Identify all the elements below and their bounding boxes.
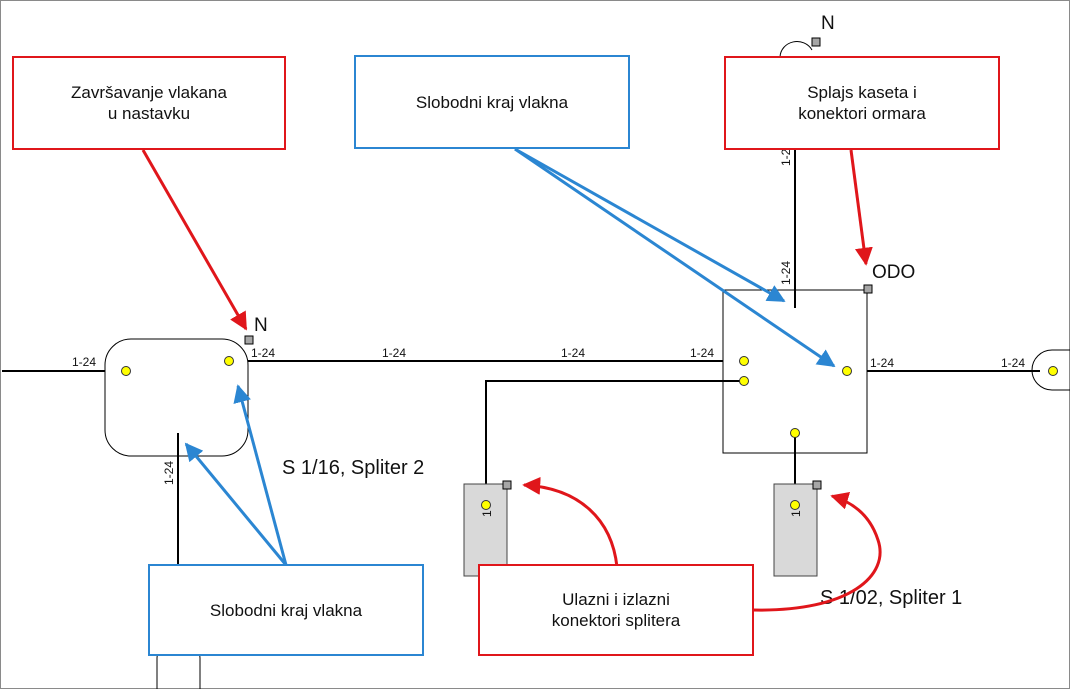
connector-odo-in-2[interactable] <box>739 376 749 386</box>
spliter-1-body[interactable] <box>773 483 818 577</box>
range-label: 1-24 <box>870 356 894 370</box>
splice-n-label: N <box>254 315 268 336</box>
splice-enclosure[interactable] <box>104 338 249 457</box>
spliter-2-port-label: 1 <box>480 510 494 517</box>
top-n-label: N <box>821 13 835 34</box>
range-label: 1-24 <box>779 261 793 285</box>
connector-odo-bottom[interactable] <box>790 428 800 438</box>
range-label: 1-24 <box>690 346 714 360</box>
range-label: 1-24 <box>382 346 406 360</box>
arrow-slobodni-top-2 <box>514 147 836 368</box>
arrow-slobodni-bottom-1 <box>184 442 288 566</box>
right-end-cap <box>1031 349 1070 391</box>
connector-splice-right[interactable] <box>224 356 234 366</box>
spliter-1-port-label: 1 <box>789 510 803 517</box>
range-label: 1-24 <box>162 461 176 485</box>
connector-odo-in-1[interactable] <box>739 356 749 366</box>
splice-status-square <box>244 335 254 345</box>
top-node-square <box>811 37 821 47</box>
callout-slobodni-bottom: Slobodni kraj vlakna <box>148 564 424 656</box>
top-node-arc <box>779 41 813 58</box>
spliter-2-body[interactable] <box>463 483 508 577</box>
connector-right-end[interactable] <box>1048 366 1058 376</box>
callout-zavrsavanje: Završavanje vlakana u nastavku <box>12 56 286 150</box>
connector-odo-out[interactable] <box>842 366 852 376</box>
odo-status-square <box>863 284 873 294</box>
fiber-line-to-spliter2 <box>485 380 744 499</box>
arrow-zavrsavanje <box>141 149 248 331</box>
range-label: 1-24 <box>1001 356 1025 370</box>
callout-ulazni: Ulazni i izlazni konektori splitera <box>478 564 754 656</box>
odo-label: ODO <box>872 262 915 283</box>
range-label: 1-24 <box>251 346 275 360</box>
range-label: 1-24 <box>72 355 96 369</box>
arrow-slobodni-bottom-2 <box>233 384 288 566</box>
connector-spliter-1[interactable] <box>790 500 800 510</box>
callout-slobodni-top: Slobodni kraj vlakna <box>354 55 630 149</box>
connector-spliter-2[interactable] <box>481 500 491 510</box>
arrow-slobodni-top-1 <box>514 147 786 303</box>
spliter-1-square <box>812 480 822 490</box>
arrow-splajs <box>849 149 873 266</box>
arrow-ulazni-right <box>752 492 882 612</box>
connector-splice-left[interactable] <box>121 366 131 376</box>
range-label: 1-24 <box>561 346 585 360</box>
spliter-1-caption: S 1/02, Spliter 1 <box>820 587 962 609</box>
spliter-2-caption: S 1/16, Spliter 2 <box>282 457 424 479</box>
arrow-ulazni-left <box>522 476 619 568</box>
callout-splajs: Splajs kaseta i konektori ormara <box>724 56 1000 150</box>
spliter-2-square <box>502 480 512 490</box>
odo-cabinet[interactable] <box>722 289 868 454</box>
